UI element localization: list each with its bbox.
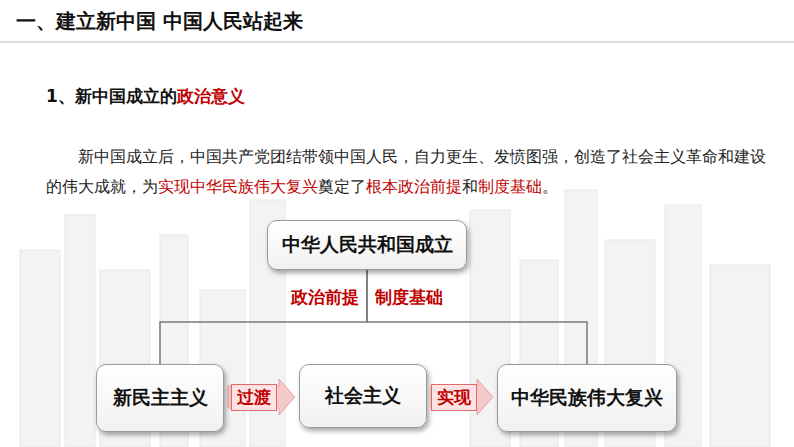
connector: [431, 379, 493, 415]
node-label: 社会主义: [325, 383, 401, 409]
node-label: 中华民族伟大复兴: [511, 385, 663, 411]
node-label: 中华人民共和国成立: [282, 232, 453, 258]
stage-box: 中华民族伟大复兴: [497, 364, 677, 432]
body-paragraph: 新中国成立后，中国共产党团结带领中国人民，自力更生、发愤图强，创造了社会主义革命…: [46, 142, 768, 202]
stage-box: 新民主主义: [96, 364, 224, 432]
edge-label: 政治前提: [291, 286, 359, 309]
node-text-wrap: 新民主主义: [113, 385, 208, 411]
connector: [367, 270, 587, 364]
edge-label: 制度基础: [375, 286, 443, 309]
plain-text: 1、新中国成立的: [46, 86, 177, 106]
highlight-text: 制度基础: [478, 177, 542, 196]
arrow-label: 实现: [431, 384, 477, 411]
node-text-wrap: 中华人民共和国成立: [282, 232, 453, 258]
plain-text: 。: [542, 177, 558, 196]
highlight-text: 政治意义: [177, 86, 245, 106]
arrow-label: 过渡: [231, 384, 277, 411]
connector: [228, 379, 295, 415]
plain-text: 奠定了: [318, 177, 366, 196]
section-heading: 1、新中国成立的政治意义: [46, 85, 794, 108]
node-text-wrap: 社会主义: [325, 383, 401, 409]
node-label: 新民主主义: [113, 385, 208, 411]
node-text-wrap: 中华民族伟大复兴: [511, 385, 663, 411]
highlight-text: 根本政治前提: [366, 177, 462, 196]
stage-box: 社会主义: [299, 364, 427, 428]
slide-title: 一、建立新中国 中国人民站起来: [16, 8, 794, 35]
title-rule: [0, 41, 794, 43]
plain-text: 和: [462, 177, 478, 196]
root-box: 中华人民共和国成立: [267, 220, 467, 270]
connector: [160, 270, 367, 364]
highlight-text: 实现中华民族伟大复兴: [158, 177, 318, 196]
